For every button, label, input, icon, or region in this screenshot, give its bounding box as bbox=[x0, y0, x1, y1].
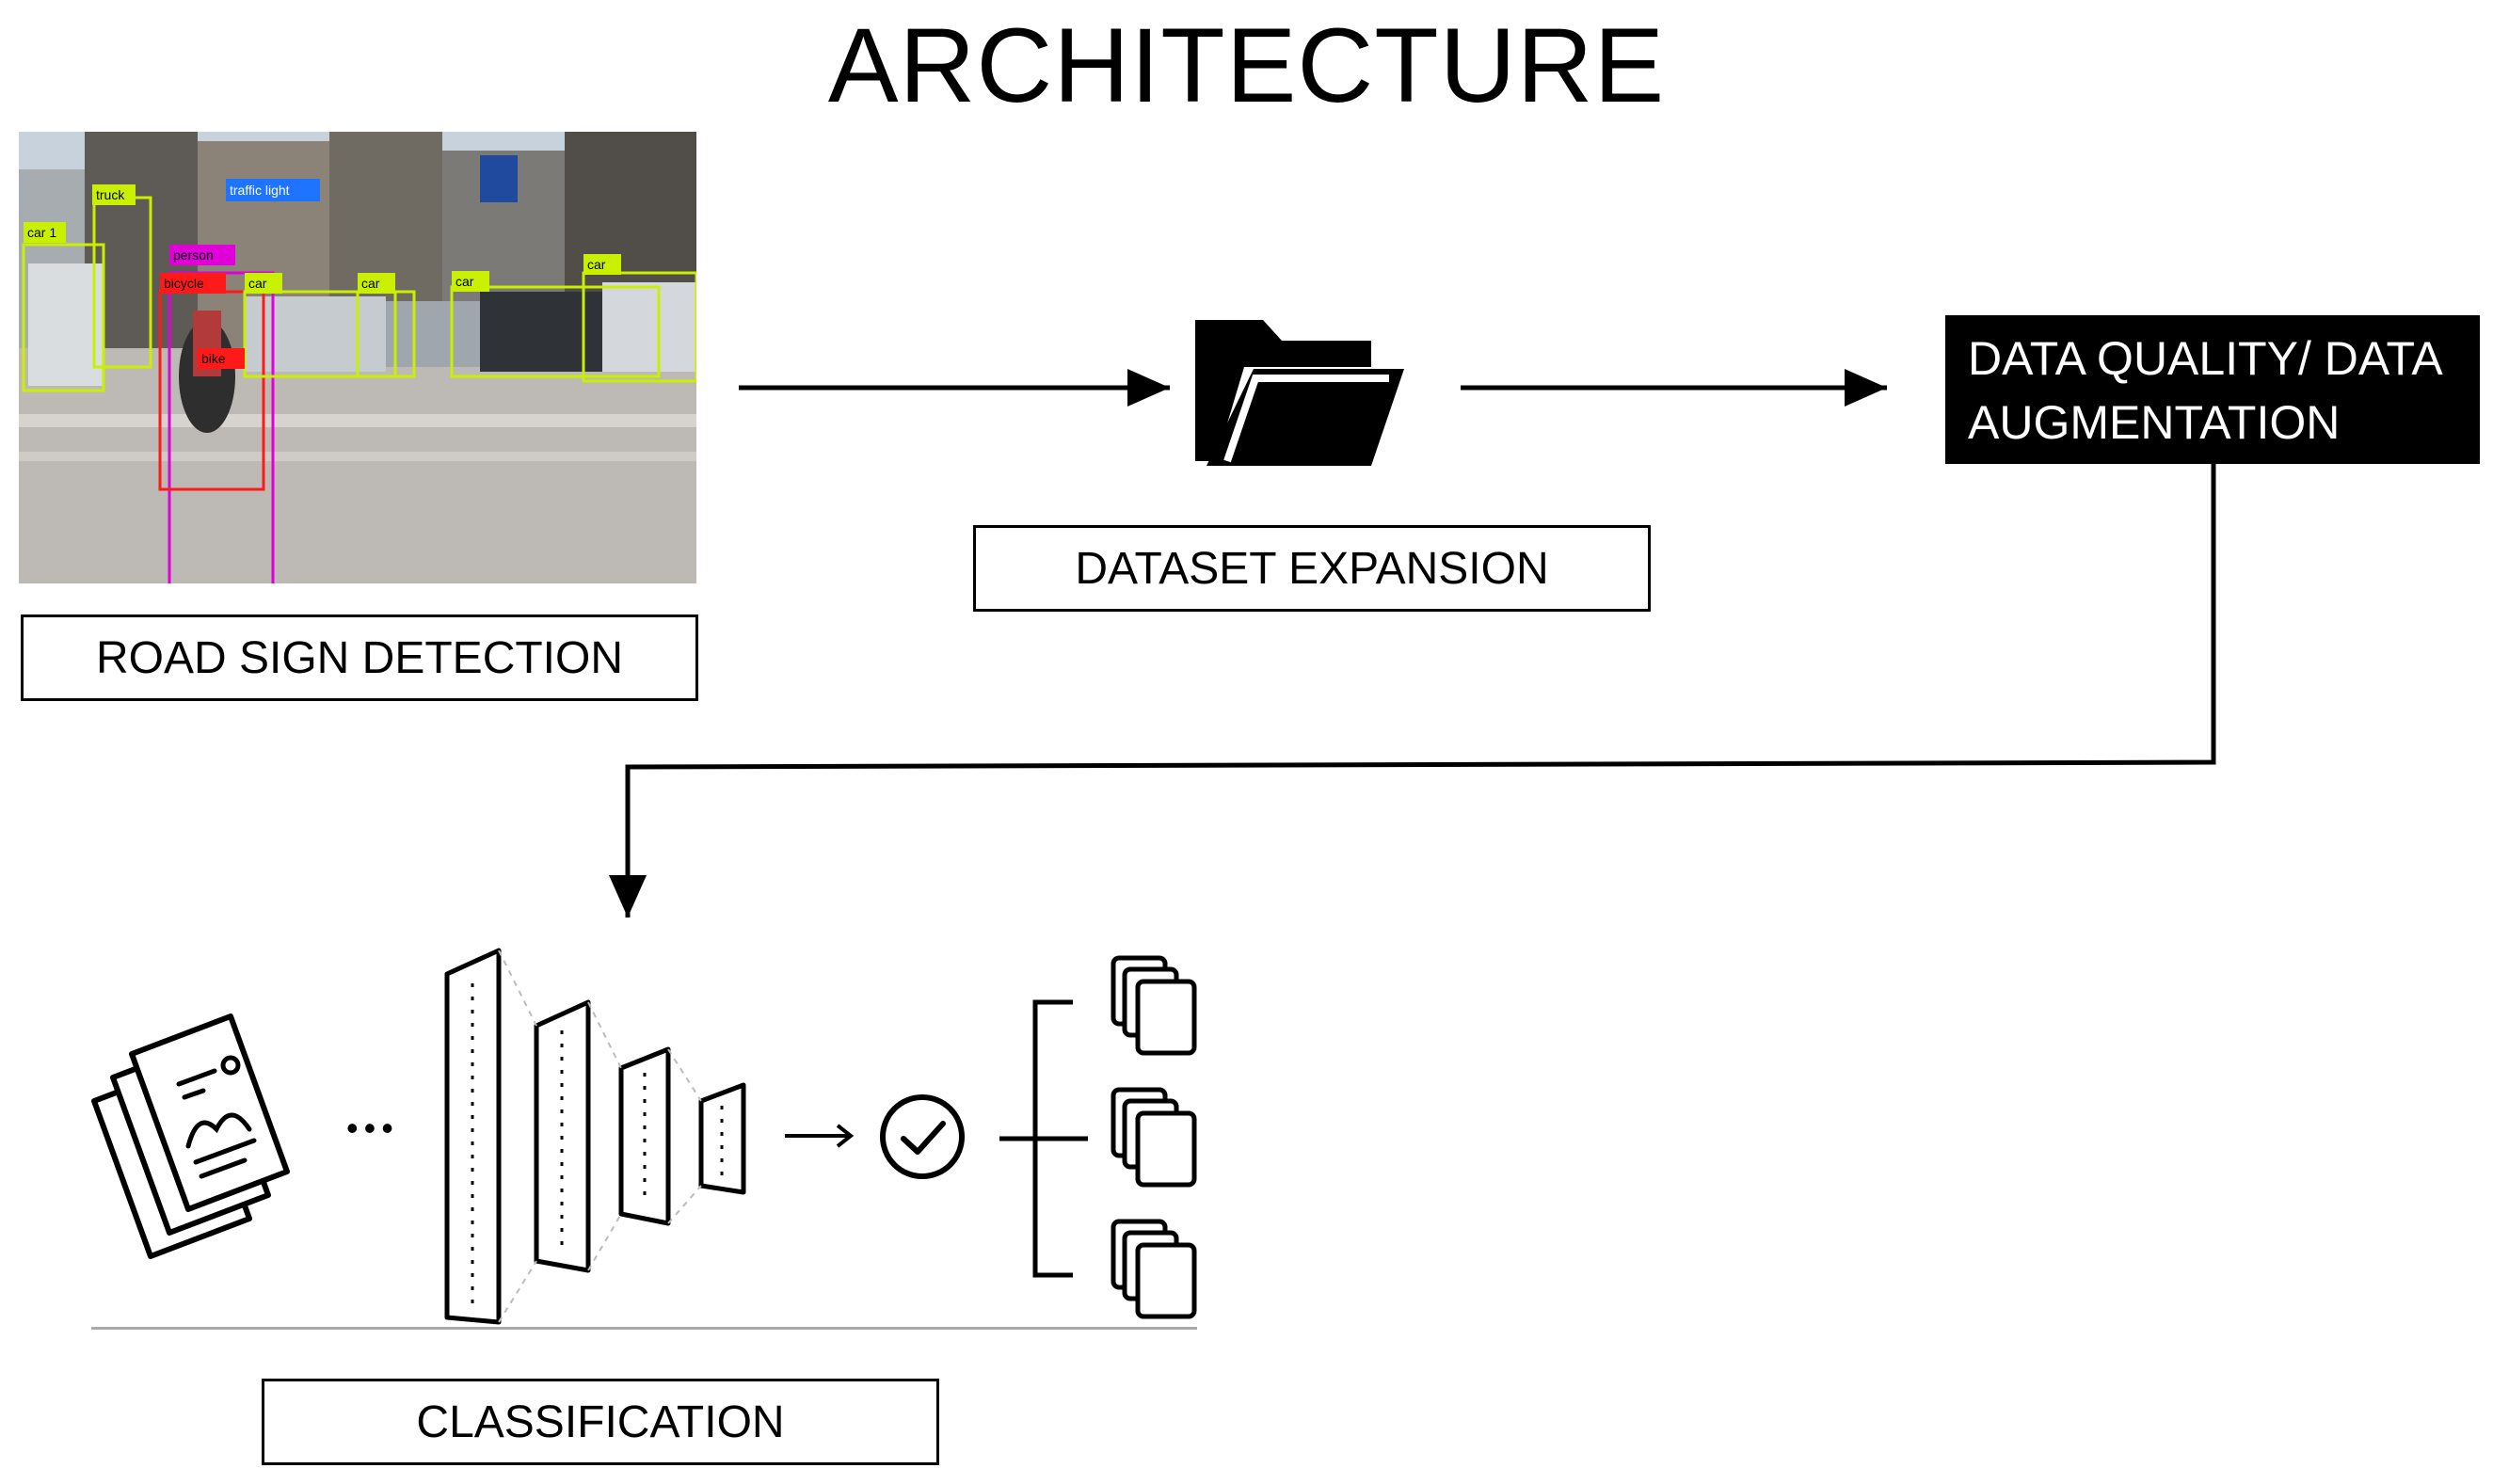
detection-tag: car 1 bbox=[27, 225, 56, 240]
output-stack-icon bbox=[1111, 1219, 1197, 1319]
classification-label: CLASSIFICATION bbox=[262, 1379, 939, 1465]
document-stack-icon bbox=[91, 1013, 290, 1259]
detection-tag: car bbox=[455, 274, 474, 289]
road-scene-image: car 1 truck traffic light person car car… bbox=[19, 132, 696, 583]
detection-tag: bicycle bbox=[164, 276, 204, 291]
output-stack-icon bbox=[1111, 1087, 1197, 1188]
road-sign-detection-label: ROAD SIGN DETECTION bbox=[21, 614, 698, 701]
detection-tag: person bbox=[173, 247, 214, 263]
page-title: ARCHITECTURE bbox=[827, 7, 1666, 124]
detection-tag: traffic light bbox=[230, 183, 290, 198]
classification-baseline bbox=[91, 1327, 1197, 1330]
neural-network-icon bbox=[444, 948, 746, 1325]
arrow-quality-to-classification bbox=[609, 459, 2216, 918]
dataset-expansion-label: DATASET EXPANSION bbox=[973, 525, 1651, 612]
detection-tag: truck bbox=[96, 187, 125, 202]
folder-icon bbox=[1195, 320, 1404, 466]
detection-tag: car bbox=[248, 276, 267, 291]
detection-tag: car bbox=[587, 257, 606, 272]
output-bracket bbox=[999, 999, 1088, 1278]
output-stack-icon bbox=[1111, 955, 1197, 1056]
detection-tag: car bbox=[361, 276, 380, 291]
detection-tag: bike bbox=[201, 351, 226, 366]
data-quality-augmentation-box: DATA QUALITY/ DATA AUGMENTATION bbox=[1945, 315, 2480, 464]
check-circle-icon bbox=[880, 1094, 965, 1179]
arrow-to-check bbox=[785, 1124, 855, 1148]
ellipsis: ••• bbox=[346, 1109, 399, 1147]
